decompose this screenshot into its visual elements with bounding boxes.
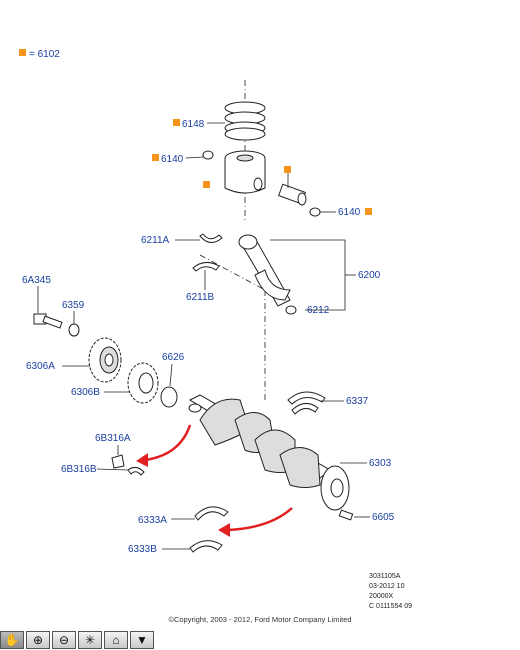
gear-6306b [127,362,159,404]
label-6626: 6626 [162,352,185,363]
label-6337: 6337 [346,396,369,407]
home-button[interactable]: ⌂ [104,631,128,649]
crankshaft-6303 [188,394,350,511]
zoom-out-icon: ⊖ [58,633,70,647]
install-arrow-right [227,507,293,532]
thrust-bearing-6337 [287,391,326,415]
rod-bolt-6212 [285,305,297,315]
bearing-shell-6211b [192,262,220,272]
marker-6140-left [152,154,159,161]
select-tool-button[interactable]: ✳ [78,631,102,649]
viewer-toolbar: ✋ ⊕ ⊖ ✳ ⌂ ▼ [0,631,156,650]
thrust-washer-6b316a [111,454,125,469]
zoom-in-button[interactable]: ⊕ [26,631,50,649]
label-6b316a: 6B316A [95,433,131,444]
connecting-rod-6200 [238,234,291,307]
stamp-line-3: 20000X [369,593,394,600]
label-6212: 6212 [307,305,330,316]
stamp-line-1: 3031105A [369,573,401,580]
piston-rings-6148 [224,101,266,141]
label-6303: 6303 [369,458,392,469]
label-6b316b: 6B316B [61,464,97,475]
label-6148: 6148 [182,119,205,130]
circlip-left [202,150,214,160]
label-6605: 6605 [372,512,395,523]
piston-pin [278,183,307,206]
legend-text: = 6102 [29,49,60,60]
home-icon: ⌂ [112,633,120,647]
cursor-icon: ✳ [84,633,96,647]
circlip-right [309,207,321,217]
label-6306a: 6306A [26,361,55,372]
label-6333b: 6333B [128,544,157,555]
install-arrow-left [144,424,192,462]
washer-6359 [68,323,80,337]
label-6a345: 6A345 [22,275,51,286]
hand-icon: ✋ [4,633,20,647]
diagram-reference-stamp: 3031105A 03-2012 10 20000X C 0111554 09 [369,572,412,612]
label-6140-left: 6140 [161,154,184,165]
menu-button[interactable]: ▼ [130,631,154,649]
marker-6140-right [365,208,372,215]
stamp-line-2: 03-2012 10 [369,583,405,590]
triangle-down-icon: ▼ [136,633,148,647]
marker-pin [284,166,291,173]
crank-bolt-6a345 [33,313,63,329]
copyright-text: ©Copyright, 2003 - 2012, Ford Motor Comp… [168,615,352,624]
piston [224,150,266,194]
zoom-out-button[interactable]: ⊖ [52,631,76,649]
main-bearing-6333a [194,506,229,521]
gear-6306a [88,337,122,383]
marker-piston [203,181,210,188]
label-6306b: 6306B [71,387,100,398]
label-6333a: 6333A [138,515,167,526]
legend-orange-square [19,49,26,56]
label-6211b: 6211B [186,292,215,303]
label-6211a: 6211A [141,235,170,246]
centerline-diagonal [199,254,266,291]
thrust-washer-6b316b [127,466,145,476]
exploded-parts-diagram: = 6102 6148 6140 6140 6211A 6211B [19,49,395,555]
spacer-6626 [160,386,178,408]
zoom-in-icon: ⊕ [32,633,44,647]
stamp-line-4: C 0111554 09 [369,603,412,610]
marker-6148 [173,119,180,126]
label-6140-right: 6140 [338,207,361,218]
dowel-6605 [338,509,354,521]
bearing-shell-6211a [199,233,223,243]
main-bearing-6333b [189,540,223,553]
label-6359: 6359 [62,300,85,311]
label-6200: 6200 [358,270,381,281]
pan-tool-button[interactable]: ✋ [0,631,24,649]
